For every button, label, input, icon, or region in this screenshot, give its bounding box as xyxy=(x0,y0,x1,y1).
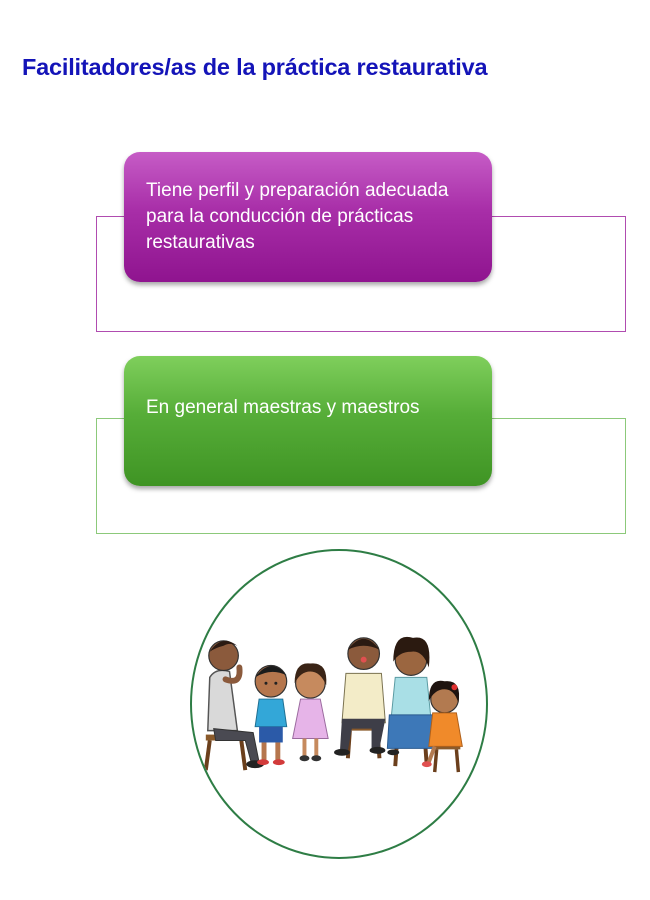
seated-woman-figure xyxy=(386,636,438,767)
seated-center-man-figure xyxy=(334,637,386,759)
item-1-card: Tiene perfil y preparación adecuada para… xyxy=(124,152,492,282)
girl-figure xyxy=(292,663,329,762)
item-1-text: Tiene perfil y preparación adecuada para… xyxy=(146,180,449,253)
seated-girl-figure xyxy=(421,680,463,773)
slide-title: Facilitadores/as de la práctica restaura… xyxy=(22,54,488,80)
people-sitting-in-circle-icon xyxy=(203,636,463,773)
restorative-circle-illustration xyxy=(190,549,488,859)
boy-figure xyxy=(254,664,288,766)
seated-man-figure xyxy=(203,640,265,771)
item-2-card: En general maestras y maestros xyxy=(124,356,492,486)
item-2-text: En general maestras y maestros xyxy=(146,397,420,418)
